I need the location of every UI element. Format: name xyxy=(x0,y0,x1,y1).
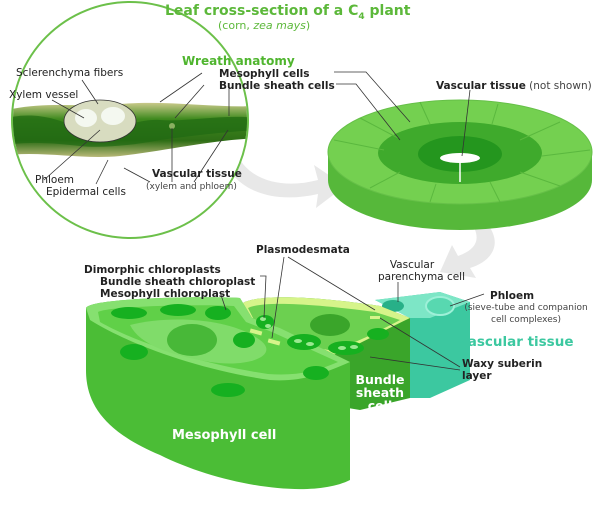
subtitle-species: zea mays xyxy=(253,19,306,32)
cell-block xyxy=(86,292,470,490)
vascular-tissue-text: Vascular tissue xyxy=(436,80,526,92)
label-bundle-sheath-cell: Bundle sheath cell xyxy=(352,373,408,412)
phloem-sub-line1: (sieve-tube and companion xyxy=(464,303,588,313)
label-bundle-sheath-chloroplast: Bundle sheath chloroplast xyxy=(100,276,256,288)
vascular-parenchyma-line2: parenchyma cell xyxy=(378,271,466,283)
label-mesophyll-cell: Mesophyll cell xyxy=(172,428,277,443)
label-phloem-sub: (sieve-tube and companion cell complexes… xyxy=(458,302,594,326)
heading-wreath-anatomy: Wreath anatomy xyxy=(182,54,295,68)
label-vascular-tissue: Vascular tissue xyxy=(152,168,242,180)
waxy-line2: layer xyxy=(462,370,492,382)
label-sclerenchyma-fibers: Sclerenchyma fibers xyxy=(16,67,124,79)
label-vascular-parenchyma: Vascular parenchyma cell xyxy=(378,259,466,283)
vascular-parenchyma-line1: Vascular xyxy=(389,259,435,271)
bundle-sheath-line1: Bundle xyxy=(355,372,405,387)
diagram-title: Leaf cross-section of a C4 plant xyxy=(165,3,410,22)
subtitle-suffix: ) xyxy=(305,19,311,32)
label-phloem: Phloem xyxy=(35,174,75,186)
bundle-sheath-line3: cell xyxy=(367,398,393,413)
arrow-wreath-to-cell xyxy=(440,222,495,278)
xylem-vessel-left xyxy=(75,109,97,127)
label-epidermal-cells: Epidermal cells xyxy=(46,186,126,198)
waxy-line1: Waxy suberin xyxy=(462,358,543,370)
label-phloem-cell: Phloem xyxy=(490,290,535,302)
label-bundle-sheath-cells: Bundle sheath cells xyxy=(219,80,335,92)
label-mesophyll-chloroplast: Mesophyll chloroplast xyxy=(100,288,231,300)
title-suffix: plant xyxy=(364,3,411,19)
label-mesophyll-cells: Mesophyll cells xyxy=(219,68,310,80)
bundle-sheath-line2: sheath xyxy=(355,385,405,400)
leader-lines xyxy=(43,71,485,371)
label-plasmodesmata: Plasmodesmata xyxy=(256,244,350,256)
vascular-tissue-note: (not shown) xyxy=(529,80,592,92)
diagram-subtitle: (corn, zea mays) xyxy=(218,19,310,32)
label-waxy-suberin-layer: Waxy suberin layer xyxy=(462,358,542,382)
heading-vascular-tissue: Vascular tissue xyxy=(458,334,574,350)
title-subscript: 4 xyxy=(358,11,365,22)
xylem-vessel-right xyxy=(101,107,125,125)
vascular-bundle xyxy=(63,99,137,143)
subtitle-prefix: (corn, xyxy=(218,19,254,32)
label-vascular-tissue-sub: (xylem and phloem) xyxy=(146,182,237,192)
label-xylem-vessel: Xylem vessel xyxy=(9,89,79,101)
label-vascular-tissue-not-shown: Vascular tissue (not shown) xyxy=(436,80,592,92)
wreath-disc xyxy=(327,99,593,230)
arrow-micrograph-to-wreath xyxy=(218,140,345,208)
title-text: Leaf cross-section of a C xyxy=(165,3,359,19)
label-dimorphic-chloroplasts: Dimorphic chloroplasts xyxy=(84,264,221,276)
leaf-micrograph xyxy=(13,99,247,157)
phloem-sub-line2: cell complexes) xyxy=(491,315,561,325)
